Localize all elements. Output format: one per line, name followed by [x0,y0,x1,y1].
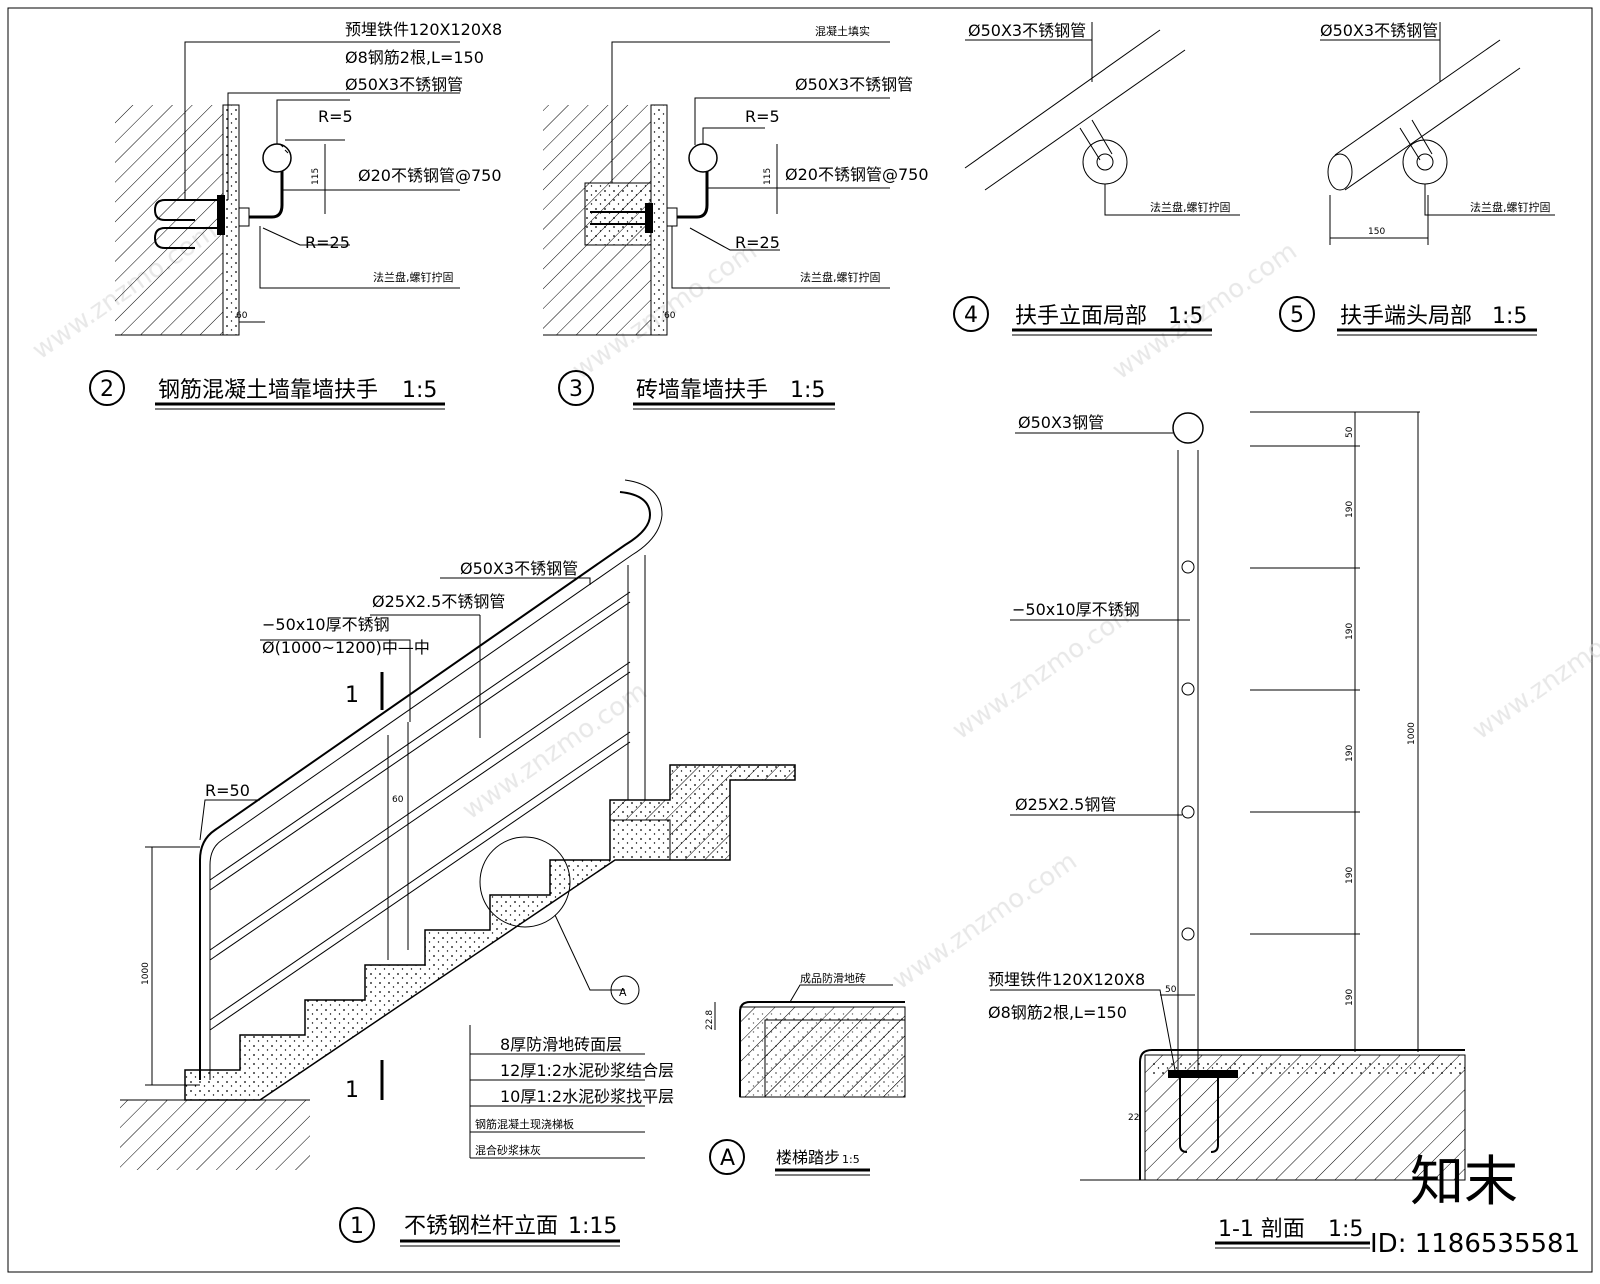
d5-tube-label: Ø50X3不锈钢管 [1320,21,1438,40]
s11-dim-50-top: 50 [1345,426,1355,438]
watermark: www.znzmo.com www.znzmo.com www.znzmo.co… [27,216,1600,996]
d3-title: 砖墙靠墙扶手 [636,378,768,403]
d2-bracket-label: Ø20不锈钢管@750 [358,166,502,185]
d2-anchor-label: Ø8钢筋2根,L=150 [345,48,484,67]
sheet-frame [7,7,1593,1273]
d1-bar-label: −50x10厚不锈钢 [262,615,390,634]
da-title: 楼梯踏步 [776,1148,840,1167]
d5-title: 扶手端头局部 [1340,304,1472,329]
d3-r5-label: R=5 [745,107,780,126]
d1-number-circle [339,1207,375,1243]
d1-callout-label: A [619,986,627,999]
s11-embed-label: 预埋铁件120X120X8 [988,970,1145,989]
da-scale: 1:5 [842,1153,860,1166]
s11-post-label: Ø25X2.5钢管 [1015,795,1116,814]
d1-post-label: Ø25X2.5不锈钢管 [372,592,505,611]
s11-dim-190-3: 190 [1345,745,1355,762]
d2-number: 2 [100,377,114,402]
detail-5-handrail-end: Ø50X3不锈钢管 法兰盘,螺钉拧固 150 5 扶手端头局部 1:5 [1279,21,1555,336]
d1-dim-60: 60 [392,795,404,805]
s11-anchor-label: Ø8钢筋2根,L=150 [988,1003,1127,1022]
d4-tube-label: Ø50X3不锈钢管 [968,21,1086,40]
detail-a-stair-tread: 成品防滑地砖 22.8 A 楼梯踏步 1:5 [705,971,906,1176]
d5-scale: 1:5 [1492,304,1527,329]
d4-flange-label: 法兰盘,螺钉拧固 [1150,200,1231,214]
d3-tube-label: Ø50X3不锈钢管 [795,75,913,94]
d3-flange-label: 法兰盘,螺钉拧固 [800,270,881,284]
d5-flange-label: 法兰盘,螺钉拧固 [1470,200,1551,214]
d4-scale: 1:5 [1168,304,1203,329]
d4-number-circle [953,296,989,332]
d1-dim-1000: 1000 [141,962,151,985]
s11-dim-190-2: 190 [1345,623,1355,640]
brand-id: ID: 1186535581 [1370,1229,1580,1259]
d4-number: 4 [964,303,978,328]
d2-r5-label: R=5 [318,107,353,126]
d2-title: 钢筋混凝土墙靠墙扶手 [158,378,378,403]
d4-title: 扶手立面局部 [1015,304,1147,329]
d1-cut-bottom: 1 [345,1078,359,1103]
d3-number: 3 [569,377,583,402]
s11-title: 1-1 剖面 [1218,1217,1305,1242]
svg-text:www.znzmo.com: www.znzmo.com [1467,596,1600,746]
d1-tube-label: Ø50X3不锈钢管 [460,559,578,578]
da-dim: 22.8 [705,1010,715,1030]
d3-bracket-label: Ø20不锈钢管@750 [785,165,929,184]
s11-dim-190-1: 190 [1345,501,1355,518]
d2-r25-label: R=25 [305,233,350,252]
d2-dim-60: 60 [236,311,248,321]
d1-layer-4: 钢筋混凝土现浇梯板 [475,1117,574,1131]
d2-flange-label: 法兰盘,螺钉拧固 [373,270,454,284]
da-number-circle [709,1139,745,1175]
d2-embed-label: 预埋铁件120X120X8 [345,20,502,39]
section-1-1: 50 190 190 190 190 190 1000 50 22 Ø50X3钢… [988,411,1466,1249]
d3-dim-115: 115 [763,168,773,185]
detail-3-brick-wall-handrail: 混凝土填实 Ø50X3不锈钢管 R=5 Ø20不锈钢管@750 R=25 法兰盘… [543,24,929,410]
d1-layer-2: 12厚1:2水泥砂浆结合层 [500,1061,674,1080]
d2-number-circle [89,370,125,406]
d1-layer-5: 混合砂浆抹灰 [475,1143,541,1157]
d3-r25-label: R=25 [735,233,780,252]
d1-title: 不锈钢栏杆立面 [404,1214,558,1239]
s11-scale: 1:5 [1328,1217,1363,1242]
d3-number-circle [558,370,594,406]
d5-dim-150: 150 [1368,227,1385,237]
d2-dim-115: 115 [311,168,321,185]
s11-dim-190-4: 190 [1345,867,1355,884]
d3-scale: 1:5 [790,378,825,403]
d5-number-circle [1279,296,1315,332]
d1-layer-1: 8厚防滑地砖面层 [500,1035,622,1054]
d2-tube-label: Ø50X3不锈钢管 [345,75,463,94]
brand-logo: 知末 [1410,1150,1518,1213]
d5-number: 5 [1290,303,1304,328]
d1-scale: 1:15 [568,1214,617,1239]
s11-dim-22: 22 [1128,1113,1139,1123]
d1-layer-3: 10厚1:2水泥砂浆找平层 [500,1087,674,1106]
d3-fill-label: 混凝土填实 [815,24,870,38]
detail-1-stainless-railing-elevation: A 1000 60 1 1 8厚防滑地砖面层 12厚1:2水泥砂浆结合层 10厚… [120,479,796,1247]
s11-dim-50: 50 [1165,985,1177,995]
d1-spacing-label: Ø(1000~1200)中—中 [262,638,430,657]
d3-dim-60: 60 [664,311,676,321]
s11-dim-1000: 1000 [1407,722,1417,745]
detail-2-concrete-wall-handrail: 预埋铁件120X120X8 Ø8钢筋2根,L=150 Ø50X3不锈钢管 R=5… [89,20,502,410]
s11-dim-190-5: 190 [1345,989,1355,1006]
detail-4-handrail-elevation: Ø50X3不锈钢管 法兰盘,螺钉拧固 4 扶手立面局部 1:5 [953,21,1240,336]
d1-cut-top: 1 [345,683,359,708]
s11-bar-label: −50x10厚不锈钢 [1012,600,1140,619]
da-number: A [720,1146,735,1171]
da-strip-label: 成品防滑地砖 [800,971,866,985]
d1-number: 1 [350,1214,364,1239]
s11-tube-label: Ø50X3钢管 [1018,413,1104,432]
d2-scale: 1:5 [402,378,437,403]
d1-r50-label: R=50 [205,781,250,800]
